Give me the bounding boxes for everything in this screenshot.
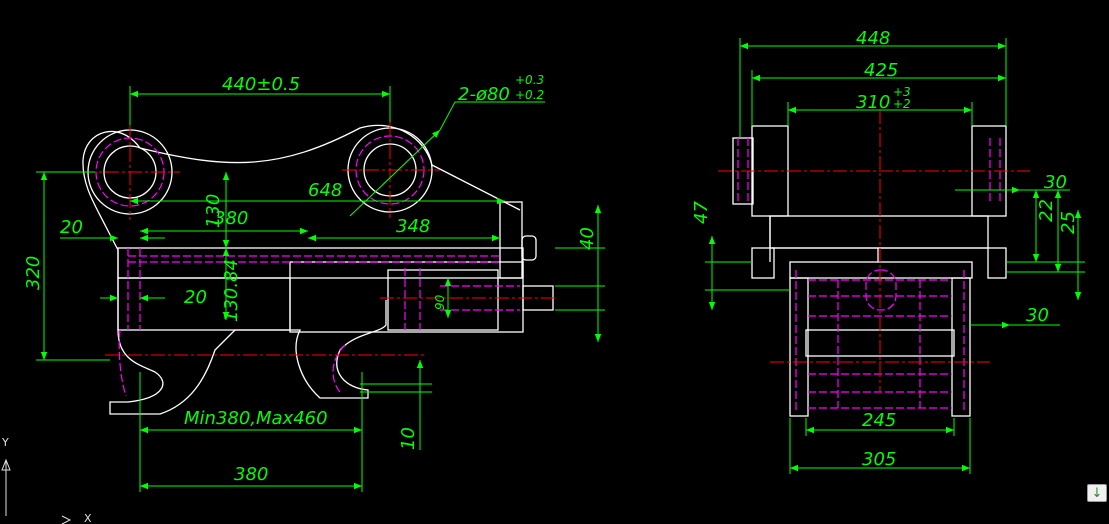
left-view-dimension-texts: 440±0.5 2-ø80 +0.3 +0.2 648 380 348 20 2… <box>23 73 598 485</box>
ucs-icon: Y X <box>1 436 92 524</box>
dim-320: 320 <box>23 256 44 290</box>
left-leg <box>789 277 809 417</box>
cylinder-body <box>387 269 499 331</box>
ucs-x-label: X <box>84 512 92 524</box>
left-view-hidden <box>95 135 520 397</box>
dim-130-84: 130.84 <box>221 259 242 322</box>
dim-425: 425 <box>864 60 898 81</box>
right-view-centerlines <box>718 110 1030 392</box>
scroll-down-button[interactable]: ↓ <box>1087 484 1107 502</box>
dim-310-tol-lower: +2 <box>893 97 911 111</box>
right-front-view: 448 425 310 +3 +2 47 30 22 25 30 245 305 <box>691 28 1085 474</box>
dim-20-bottom: 20 <box>184 287 207 308</box>
dim-305: 305 <box>862 449 896 470</box>
frame-end-plate <box>499 201 523 279</box>
dim-30-bottom: 30 <box>1026 305 1049 326</box>
left-view-outline <box>82 124 554 415</box>
dim-448: 448 <box>856 28 890 49</box>
frame-right-block <box>289 261 524 333</box>
left-foot <box>751 247 775 279</box>
right-view-hidden <box>737 138 1001 410</box>
dim-20-top: 20 <box>60 217 83 238</box>
dim-245: 245 <box>862 410 896 431</box>
dim-hole-tol-upper: +0.3 <box>515 73 544 87</box>
dim-440: 440±0.5 <box>222 74 300 95</box>
dim-310-tol-upper: +3 <box>893 85 911 99</box>
ucs-y-label: Y <box>1 436 9 449</box>
dim-648: 648 <box>308 180 342 201</box>
cross-beam <box>769 215 989 249</box>
dim-10: 10 <box>398 427 419 450</box>
dim-hole-tol-lower: +0.2 <box>515 88 544 102</box>
dim-47: 47 <box>691 201 712 224</box>
dim-40: 40 <box>577 227 598 250</box>
pin-slot <box>865 269 897 311</box>
left-view-dimensions <box>36 86 605 492</box>
dim-380-mid: 380 <box>214 208 248 229</box>
right-view-outline <box>732 125 1007 417</box>
dim-30-top: 30 <box>1044 172 1067 193</box>
left-top-curve <box>139 124 521 211</box>
dim-130: 130 <box>203 194 224 228</box>
left-side-view: 440±0.5 2-ø80 +0.3 +0.2 648 380 348 20 2… <box>23 73 605 492</box>
right-foot <box>987 247 1007 279</box>
frame-hook <box>521 235 537 261</box>
dim-min-max: Min380,Max460 <box>184 408 328 429</box>
dim-25: 25 <box>1058 211 1079 234</box>
dim-348: 348 <box>396 216 430 237</box>
right-view-dimension-texts: 448 425 310 +3 +2 47 30 22 25 30 245 305 <box>691 28 1079 470</box>
dim-310: 310 <box>856 92 890 113</box>
right-view-dimensions <box>705 38 1085 474</box>
lower-plate <box>789 261 973 279</box>
dim-22: 22 <box>1036 199 1057 222</box>
dim-380-bottom: 380 <box>234 464 268 485</box>
dim-hole-spec: 2-ø80 <box>458 84 510 105</box>
dim-90: 90 <box>433 294 447 310</box>
right-leg <box>951 277 971 417</box>
left-bracket-outline <box>82 131 387 415</box>
frame-top-bar <box>117 247 524 279</box>
